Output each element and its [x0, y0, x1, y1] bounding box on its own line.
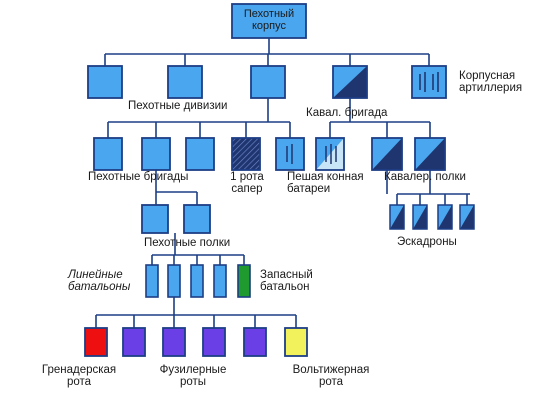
fusilier-companies-label: Фузилерные роты	[159, 364, 227, 388]
sapper-company-label: 1 рота сапер	[230, 171, 264, 195]
infantry-corps-node	[231, 3, 307, 39]
grenadier-company-label: Гренадерская рота	[41, 364, 117, 388]
squadron-node	[437, 204, 453, 230]
line-battalion-node	[145, 264, 159, 298]
voltigeur-company-node	[284, 327, 308, 357]
squadron-node	[459, 204, 475, 230]
line-battalion-node	[190, 264, 204, 298]
infantry-regiment-node	[141, 204, 169, 234]
infantry-division-node	[87, 65, 123, 99]
fusilier-company-node	[243, 327, 267, 357]
line-battalions-label: Линейные батальоны	[68, 269, 131, 293]
cavalry-regiment-node	[414, 137, 446, 171]
line-battalion-nodes	[145, 264, 227, 298]
cavalry-regiments-label: Кавалер. полки	[384, 171, 466, 183]
infantry-brigade-node	[185, 137, 215, 171]
squadrons-label: Эскадроны	[397, 236, 457, 248]
reserve-battalion-node	[237, 264, 251, 298]
infantry-brigade-node	[93, 137, 123, 171]
voltigeur-company-label: Вольтижерная рота	[292, 364, 370, 388]
infantry-divisions-label: Пехотные дивизии	[128, 100, 228, 112]
cavalry-brigade-label: Кавал. бригада	[306, 107, 388, 119]
squadron-node	[389, 204, 405, 230]
division-artillery-node	[275, 137, 305, 171]
grenadier-company-node	[84, 327, 108, 357]
infantry-regiments-label: Пехотные полки	[144, 237, 231, 249]
infantry-brigades-label: Пехотные бригады	[88, 171, 189, 183]
foot-horse-batteries-label: Пешая конная батареи	[287, 171, 364, 195]
fusilier-company-node	[162, 327, 186, 357]
corps-artillery-node	[411, 65, 447, 99]
corps-artillery-label: Корпусная артиллерия	[459, 70, 523, 94]
reserve-battalion-label: Запасный батальон	[260, 269, 313, 293]
infantry-brigade-node	[141, 137, 171, 171]
cavalry-brigade-node	[332, 65, 368, 99]
connector-lines	[95, 38, 470, 328]
infantry-division-nodes	[87, 65, 286, 99]
infantry-division-node	[250, 65, 286, 99]
squadron-node	[412, 204, 428, 230]
infantry-brigade-nodes	[93, 137, 215, 171]
fusilier-company-nodes	[122, 327, 267, 357]
fusilier-company-node	[122, 327, 146, 357]
line-battalion-node	[167, 264, 181, 298]
cavalry-regiment-node	[371, 137, 403, 171]
line-battalion-node	[213, 264, 227, 298]
fusilier-company-node	[202, 327, 226, 357]
foot-horse-battery-node	[315, 137, 345, 171]
infantry-division-node	[167, 65, 203, 99]
infantry-regiment-node	[183, 204, 211, 234]
squadron-nodes	[389, 204, 475, 230]
sapper-company-node	[231, 137, 261, 171]
infantry-corps-label: Пехотный корпус	[243, 8, 295, 32]
infantry-regiment-nodes	[141, 204, 211, 234]
